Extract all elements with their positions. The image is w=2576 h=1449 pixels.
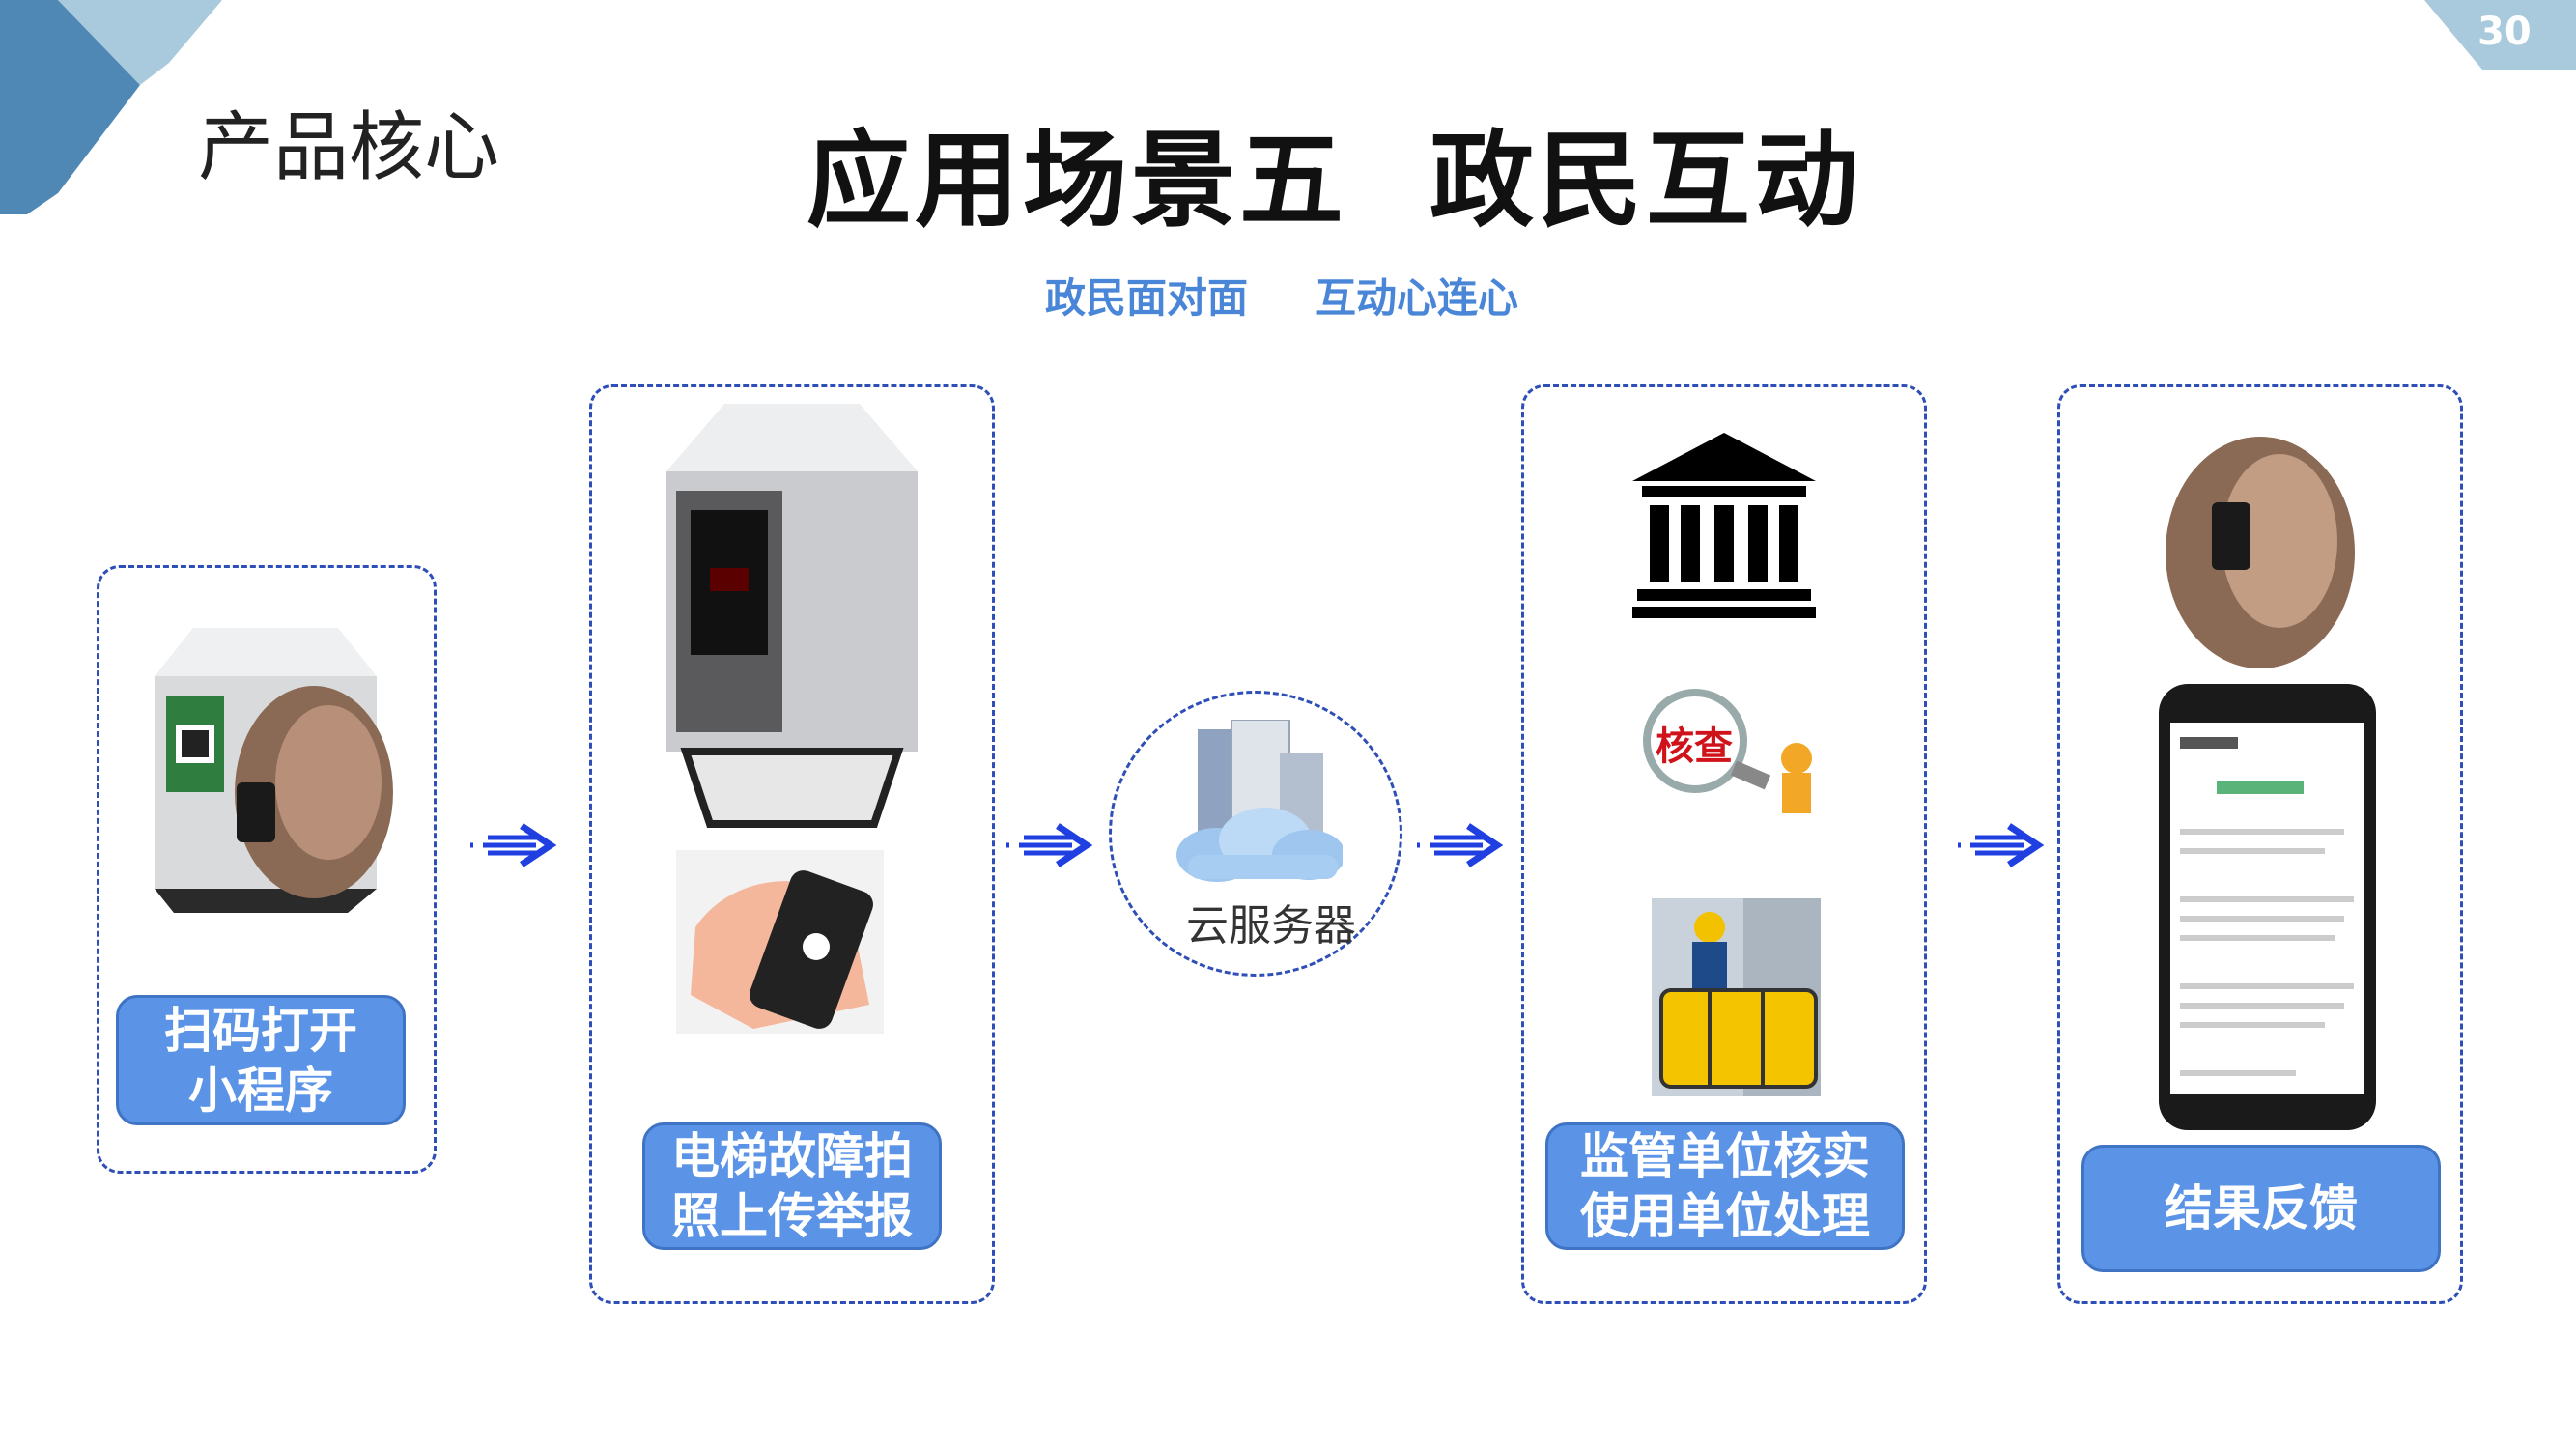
cloud-server-circle <box>1109 691 1402 977</box>
page-title-left: 应用场景五 <box>807 120 1348 242</box>
step5-box <box>2057 384 2463 1304</box>
step4-label: 监管单位核实使用单位处理 <box>1545 1122 1905 1250</box>
phone-camera-image <box>676 850 884 1034</box>
step2-label-line1: 电梯故障拍 <box>671 1128 913 1184</box>
flow-arrow-2 <box>1006 823 1093 867</box>
corner-decoration-left <box>0 0 222 214</box>
flow-arrow-1 <box>470 823 557 867</box>
phone-result-image <box>2159 684 2376 1130</box>
step2-label-line2: 照上传举报 <box>671 1188 913 1244</box>
corner-decoration-right <box>2424 0 2576 70</box>
step1-box <box>97 565 437 1174</box>
check-badge-text: 核查 <box>1656 724 1733 769</box>
flow-arrow-4 <box>1958 823 2045 867</box>
subtitle-right: 互动心连心 <box>1316 274 1519 322</box>
government-building-icon <box>1632 433 1816 618</box>
step1-label-line1: 扫码打开 <box>164 1002 357 1059</box>
cloud-server-label: 云服务器 <box>1186 901 1356 951</box>
step5-label-text: 结果反馈 <box>2165 1180 2358 1236</box>
section-title: 产品核心 <box>198 104 500 191</box>
flow-arrow-3 <box>1417 823 1504 867</box>
step2-label: 电梯故障拍照上传举报 <box>642 1122 942 1250</box>
server-icon <box>1176 720 1343 882</box>
step4-label-line2: 使用单位处理 <box>1580 1188 1870 1244</box>
page-number: 30 <box>2477 10 2532 54</box>
page-title-right: 政民互动 <box>1430 120 1863 242</box>
elevator-interior-image <box>666 404 918 828</box>
elevator-scan-image <box>155 628 393 913</box>
maintenance-worker-image <box>1652 898 1821 1096</box>
step1-label-line2: 小程序 <box>188 1062 333 1119</box>
magnifier-check-icon <box>1643 689 1812 813</box>
step5-label: 结果反馈 <box>2081 1145 2441 1272</box>
step2-box <box>589 384 995 1304</box>
step4-label-line1: 监管单位核实 <box>1580 1128 1870 1184</box>
subtitle-left: 政民面对面 <box>1045 274 1249 322</box>
step1-label: 扫码打开小程序 <box>116 995 406 1125</box>
user-photo-circle <box>2166 437 2355 668</box>
step4-box <box>1521 384 1927 1304</box>
